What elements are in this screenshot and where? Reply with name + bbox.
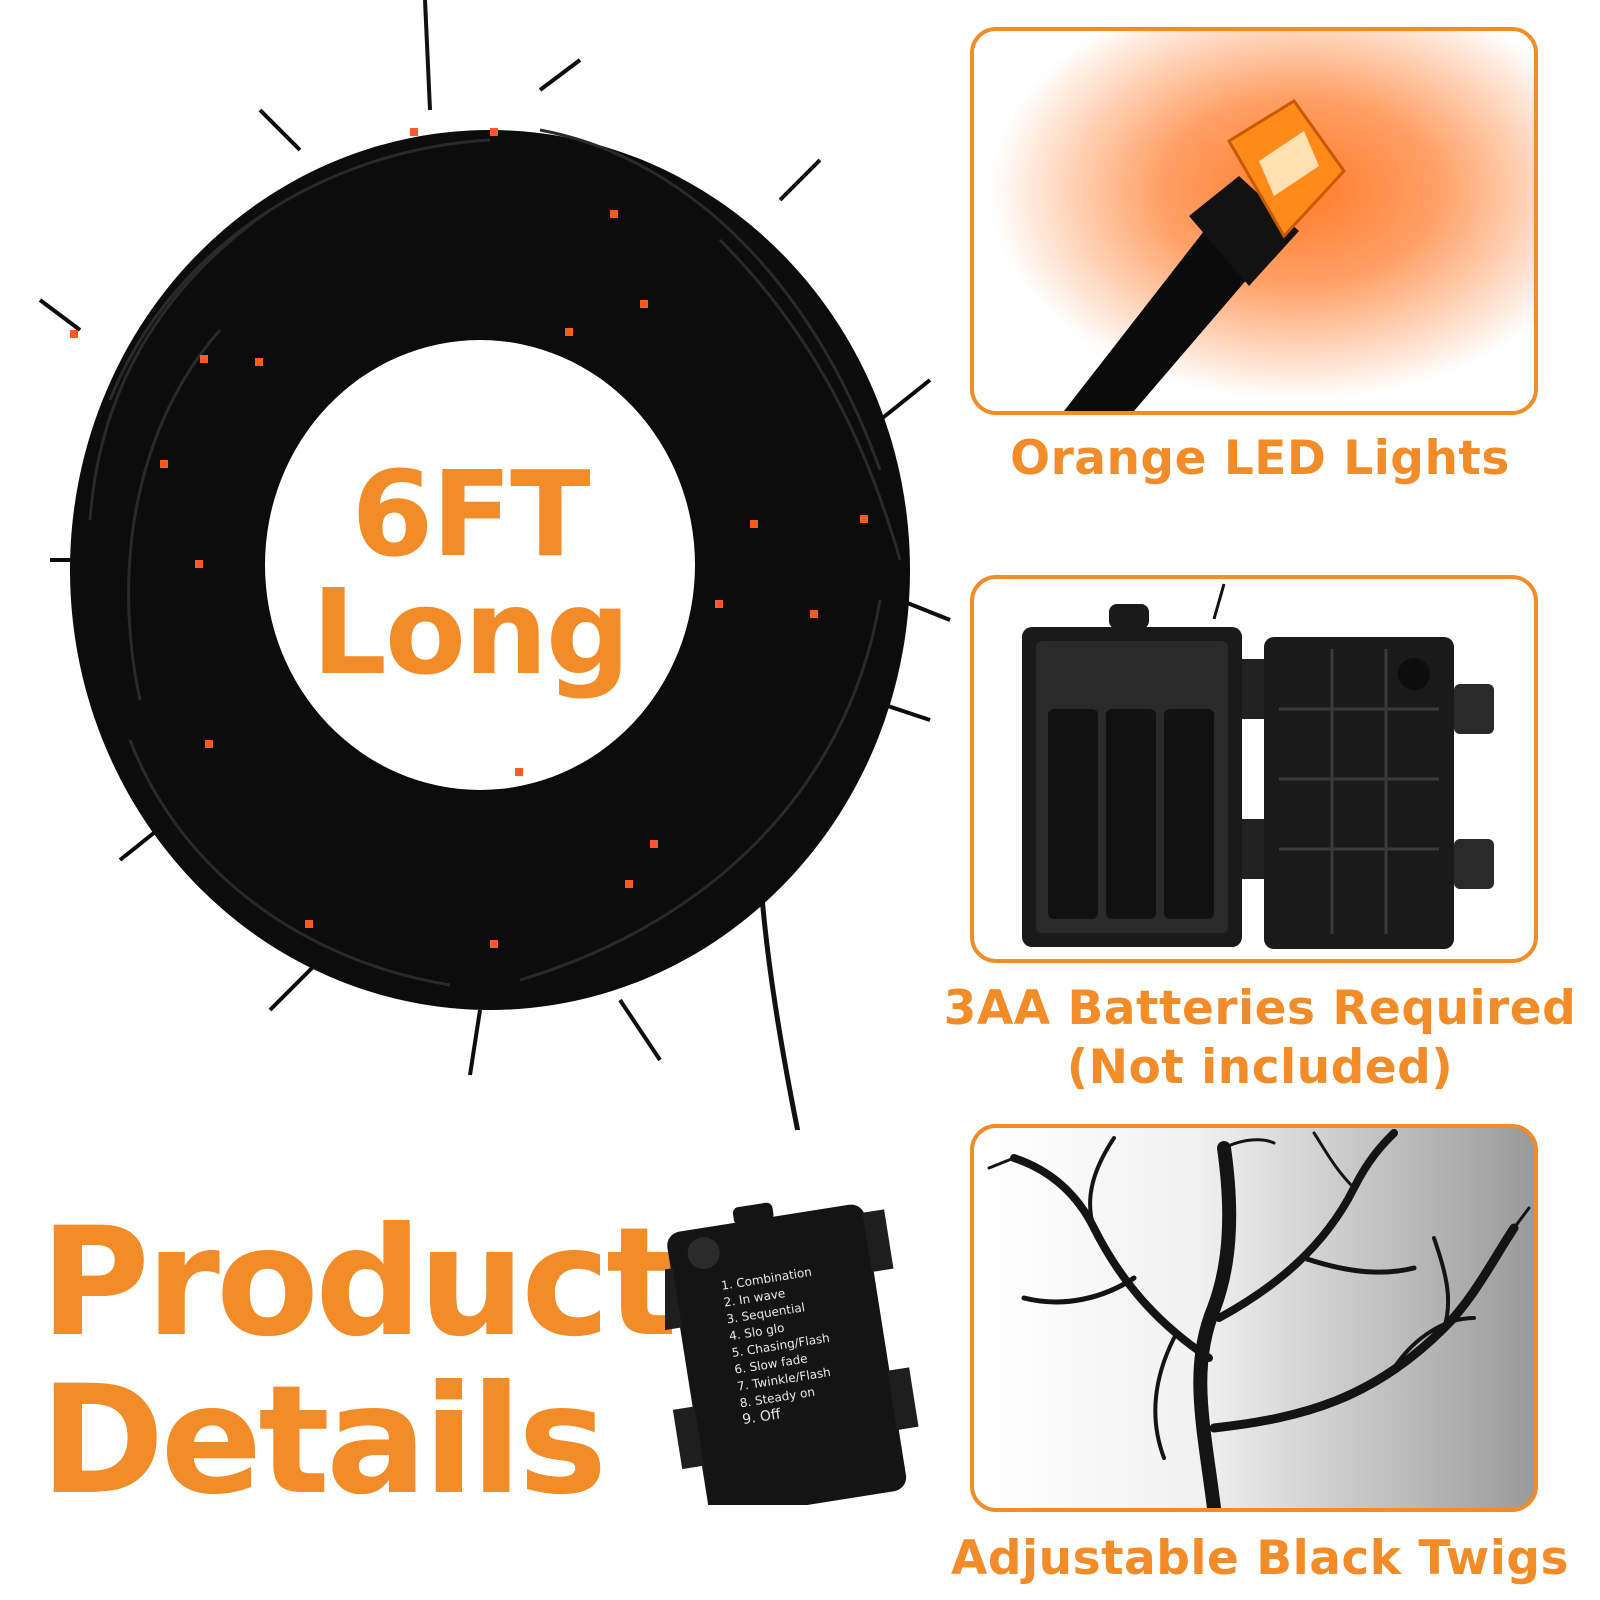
black-twig-branch-icon bbox=[987, 1129, 1531, 1508]
led-caption: Orange LED Lights bbox=[930, 430, 1590, 489]
battery-caption-line-2: (Not included) bbox=[1066, 1039, 1454, 1095]
led-caption-line: Orange LED Lights bbox=[1010, 431, 1510, 486]
battery-feature-panel bbox=[970, 575, 1538, 963]
battery-controller-image bbox=[665, 1202, 919, 1505]
size-label-line-1: 6FT bbox=[351, 445, 590, 583]
page-title-line-2: Details bbox=[40, 1353, 607, 1528]
twig-caption-line: Adjustable Black Twigs bbox=[951, 1531, 1569, 1586]
page-title: Product Details bbox=[40, 1196, 680, 1528]
size-label: 6FT Long bbox=[270, 455, 670, 691]
led-bulb-icon bbox=[974, 31, 1534, 411]
twig-caption: Adjustable Black Twigs bbox=[930, 1530, 1590, 1589]
battery-box-icon bbox=[1022, 583, 1494, 949]
page-title-line-1: Product bbox=[40, 1196, 678, 1370]
battery-caption: 3AA Batteries Required (Not included) bbox=[930, 980, 1590, 1098]
battery-caption-line-1: 3AA Batteries Required bbox=[943, 981, 1577, 1036]
twig-wreath-image bbox=[38, 0, 951, 1130]
led-feature-panel bbox=[970, 27, 1538, 415]
twig-feature-panel bbox=[970, 1124, 1538, 1512]
size-label-line-2: Long bbox=[311, 563, 631, 701]
